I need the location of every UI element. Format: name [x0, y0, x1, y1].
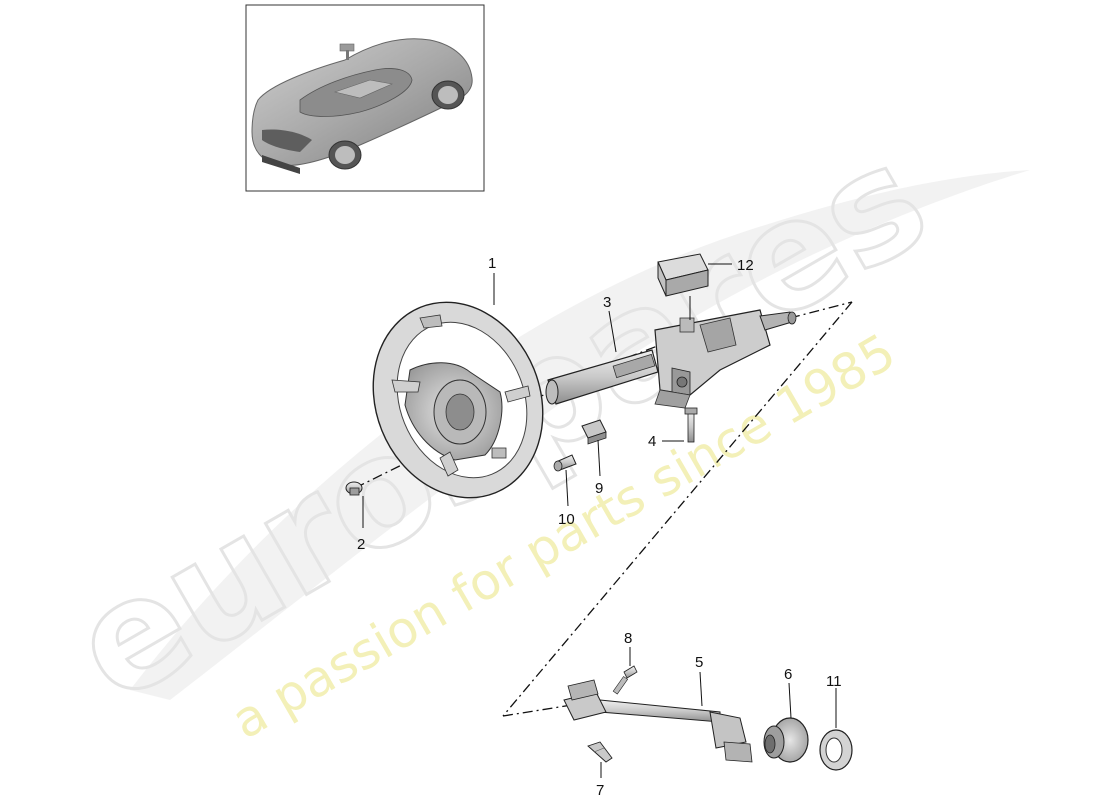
watermark-swoosh: [130, 170, 1030, 700]
shaft-boot: [763, 717, 809, 763]
intermediate-shaft: [563, 679, 753, 763]
callout-6: 6: [784, 666, 792, 683]
screw-part: [553, 454, 577, 472]
electronic-module: [657, 253, 709, 297]
guide-lines: [354, 301, 853, 717]
leader-6: [788, 682, 792, 719]
callout-11: 11: [826, 673, 842, 690]
callout-9: 9: [595, 480, 603, 497]
callout-3: 3: [603, 294, 611, 311]
callout-4: 4: [648, 433, 656, 450]
guide-line-bottom: [502, 703, 579, 717]
callout-7: 7: [596, 782, 604, 799]
callout-12: 12: [737, 257, 754, 274]
leader-lines: [362, 263, 837, 778]
car-image: [251, 38, 473, 174]
car-thumbnail: [245, 4, 485, 192]
clip-part: [581, 419, 607, 445]
steering-wheel: [372, 301, 544, 499]
callout-1: 1: [488, 255, 496, 272]
steering-column: [545, 309, 797, 409]
column-bolt: [684, 407, 698, 443]
callout-8: 8: [624, 630, 632, 647]
small-clip: [587, 741, 613, 763]
leader-5: [699, 671, 703, 707]
guide-line-main-axis: [354, 371, 591, 489]
sealing-ring: [819, 729, 853, 771]
leader-3: [608, 310, 617, 353]
shaft-bolt: [612, 665, 638, 695]
guide-line-column: [589, 344, 661, 373]
leader-9: [597, 439, 601, 477]
callout-5: 5: [695, 654, 703, 671]
hub-cap: [345, 481, 363, 496]
callouts: 1 2 3 4 5 6 7 8 9 10 11 12: [357, 255, 842, 799]
callout-10: 10: [558, 511, 575, 528]
leader-10: [565, 469, 569, 507]
callout-2: 2: [357, 536, 365, 553]
